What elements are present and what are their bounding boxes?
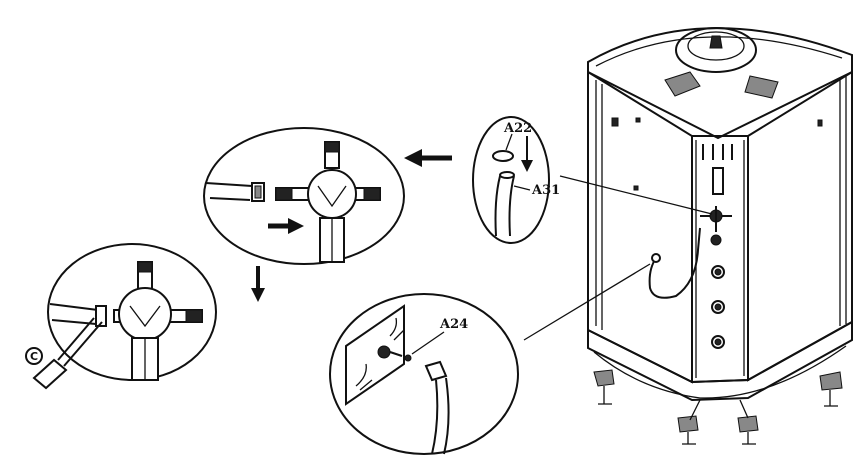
wall-panel [345, 304, 405, 406]
tray-leg [677, 415, 699, 433]
mixer-body [307, 169, 357, 219]
label-a31: A31 [531, 183, 560, 198]
leader-line-hose [523, 263, 651, 341]
tray-leg [737, 415, 759, 433]
wall-hose-left [431, 379, 439, 455]
mixer-body [118, 287, 172, 341]
hose-a31-left [494, 175, 501, 237]
label-a22: A22 [503, 121, 532, 136]
roof-fan-icon [709, 35, 723, 49]
callout-outline [329, 293, 519, 455]
callout-mixer-tighten: C [25, 243, 217, 390]
roof-vent-left [664, 71, 701, 97]
callout-mixer-connection [203, 127, 405, 265]
cabin-roof [587, 27, 853, 140]
spanner-icon [63, 321, 103, 367]
callout-wall-hose-a24: A24 [329, 293, 519, 455]
shower-cabin [587, 27, 853, 445]
roof-light [687, 31, 745, 61]
callout-outline [203, 127, 405, 265]
wall-nut [377, 345, 391, 359]
roof-vent-right [744, 75, 779, 99]
arrow-down-icon [521, 160, 533, 172]
callout-parts-a22-a31: A22 A31 [472, 116, 560, 244]
marker-c: C [30, 350, 38, 363]
cabin-right-wall [747, 70, 853, 382]
leader-line-mixer [559, 175, 713, 215]
control-display [712, 167, 724, 195]
wall-hose-right [443, 377, 450, 455]
label-a24: A24 [439, 317, 468, 332]
callout-outline [472, 116, 550, 244]
cabin-roof-rim [595, 36, 843, 67]
washer-a22 [492, 150, 514, 162]
shower-tray [587, 320, 853, 402]
spanner-handle [32, 358, 68, 390]
roof-light-ring [675, 27, 757, 73]
arrow-down-icon [251, 266, 265, 302]
tray-leg [819, 371, 843, 391]
hose-a31-right [508, 175, 515, 237]
arrow-left-icon [404, 149, 452, 167]
marker-c-circle [25, 347, 43, 365]
arrow-right-icon [268, 218, 304, 234]
washer-a24 [404, 354, 412, 362]
internal-hose [648, 227, 701, 299]
tray-leg [593, 369, 615, 387]
wall-clip [611, 117, 619, 127]
